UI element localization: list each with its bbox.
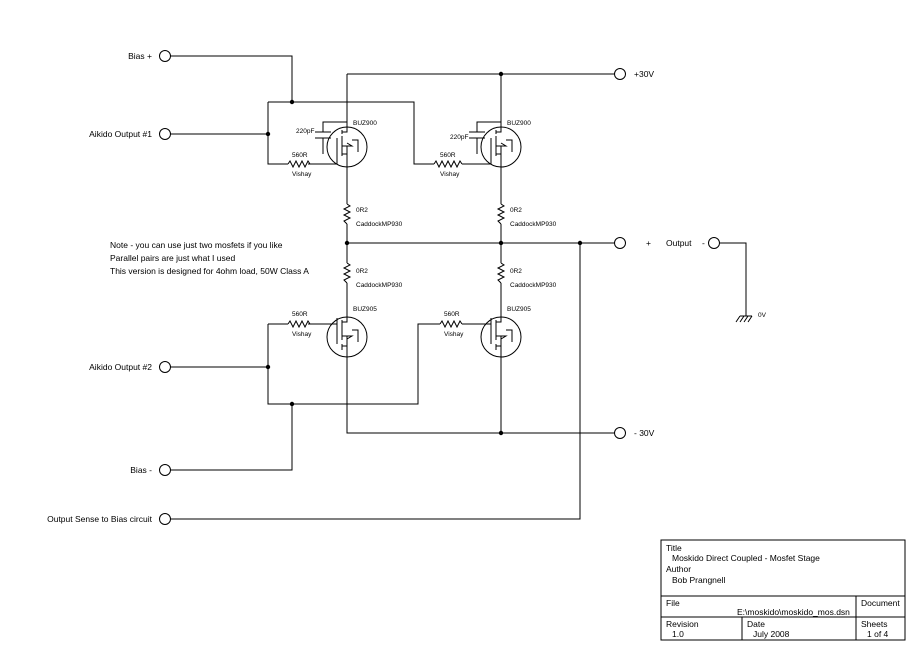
label-aikido-output-1: Aikido Output #1 bbox=[89, 129, 152, 139]
terminal-output-plus bbox=[614, 237, 626, 249]
component-labels: 220pF 220pF BUZ900 BUZ900 BUZ905 BUZ905 … bbox=[292, 120, 557, 338]
resistor-source-q2 bbox=[496, 203, 506, 225]
label-src-res-brand-q1: CaddockMP930 bbox=[356, 221, 403, 228]
label-src-res-q3: 0R2 bbox=[356, 268, 368, 275]
label-aikido-output-2: Aikido Output #2 bbox=[89, 362, 152, 372]
label-minus-30v: - 30V bbox=[634, 428, 655, 438]
resistor-source-q1 bbox=[342, 203, 352, 225]
capacitors bbox=[315, 131, 485, 139]
terminal-minus-30v bbox=[614, 427, 626, 439]
label-bias-plus: Bias + bbox=[128, 51, 152, 61]
label-plus-30v: +30V bbox=[634, 69, 654, 79]
title-block: Title Moskido Direct Coupled - Mosfet St… bbox=[660, 539, 906, 641]
junction-dots bbox=[265, 71, 583, 436]
label-gate-res-q2: 560R bbox=[440, 152, 456, 159]
label-cap-q2: 220pF bbox=[450, 134, 468, 141]
tb-author-label: Author bbox=[666, 564, 691, 574]
resistor-gate-q3 bbox=[287, 319, 311, 329]
tb-title: Moskido Direct Coupled - Mosfet Stage bbox=[672, 553, 820, 563]
label-mosfet-q3: BUZ905 bbox=[353, 306, 377, 313]
label-cap-q1: 220pF bbox=[296, 128, 314, 135]
tb-file: E:\moskido\moskido_mos.dsn bbox=[737, 607, 850, 617]
terminal-bias-minus bbox=[159, 464, 171, 476]
terminal-plus-30v bbox=[614, 68, 626, 80]
ground-icon bbox=[735, 315, 753, 323]
label-gate-res-brand-q4: Vishay bbox=[444, 331, 464, 338]
label-output-plus: + bbox=[646, 238, 651, 248]
label-output-sense: Output Sense to Bias circuit bbox=[47, 514, 153, 524]
resistor-gate-q4 bbox=[439, 319, 463, 329]
label-gate-res-q4: 560R bbox=[444, 311, 460, 318]
tb-date: July 2008 bbox=[753, 629, 790, 639]
label-output-minus: - bbox=[702, 238, 705, 248]
design-note: Note - you can use just two mosfets if y… bbox=[110, 240, 309, 276]
label-src-res-brand-q3: CaddockMP930 bbox=[356, 282, 403, 289]
terminal-bias-plus bbox=[159, 50, 171, 62]
label-bias-minus: Bias - bbox=[130, 465, 152, 475]
mosfet-q1 bbox=[326, 118, 368, 175]
terminal-output-minus bbox=[708, 237, 720, 249]
capacitor-q1 bbox=[315, 131, 331, 139]
mosfet-q2 bbox=[480, 118, 522, 175]
label-mosfet-q4: BUZ905 bbox=[507, 306, 531, 313]
label-gate-res-q1: 560R bbox=[292, 152, 308, 159]
resistor-gate-q2 bbox=[433, 159, 463, 169]
mosfet-q3 bbox=[326, 308, 368, 365]
wiring bbox=[171, 55, 747, 520]
label-src-res-q2: 0R2 bbox=[510, 207, 522, 214]
tb-document-label: Document bbox=[861, 598, 900, 608]
resistor-gate-q1 bbox=[287, 159, 311, 169]
label-gate-res-q3: 560R bbox=[292, 311, 308, 318]
tb-author: Bob Prangnell bbox=[672, 575, 726, 585]
note-line: Parallel pairs are just what I used bbox=[110, 253, 235, 263]
resistor-source-q3 bbox=[342, 262, 352, 284]
tb-file-label: File bbox=[666, 598, 680, 608]
resistors bbox=[287, 159, 506, 329]
label-mosfet-q2: BUZ900 bbox=[507, 120, 531, 127]
label-src-res-brand-q4: CaddockMP930 bbox=[510, 282, 557, 289]
tb-sheets-label: Sheets bbox=[861, 619, 887, 629]
label-mosfet-q1: BUZ900 bbox=[353, 120, 377, 127]
note-line: Note - you can use just two mosfets if y… bbox=[110, 240, 283, 250]
note-line: This version is designed for 4ohm load, … bbox=[110, 266, 309, 276]
resistor-source-q4 bbox=[496, 262, 506, 284]
terminal-aikido-output-2 bbox=[159, 361, 171, 373]
tb-sheets: 1 of 4 bbox=[867, 629, 889, 639]
label-gate-res-brand-q2: Vishay bbox=[440, 171, 460, 178]
label-gate-res-brand-q1: Vishay bbox=[292, 171, 312, 178]
label-src-res-q1: 0R2 bbox=[356, 207, 368, 214]
label-gate-res-brand-q3: Vishay bbox=[292, 331, 312, 338]
terminal-labels: Bias + Aikido Output #1 Aikido Output #2… bbox=[47, 51, 767, 524]
label-ground: 0V bbox=[758, 312, 767, 319]
label-src-res-brand-q2: CaddockMP930 bbox=[510, 221, 557, 228]
mosfet-q4 bbox=[480, 308, 522, 365]
label-output: Output bbox=[666, 238, 692, 248]
label-src-res-q4: 0R2 bbox=[510, 268, 522, 275]
terminal-output-sense bbox=[159, 513, 171, 525]
tb-revision: 1.0 bbox=[672, 629, 684, 639]
tb-title-label: Title bbox=[666, 543, 682, 553]
capacitor-q2 bbox=[469, 131, 485, 139]
tb-revision-label: Revision bbox=[666, 619, 699, 629]
tb-date-label: Date bbox=[747, 619, 765, 629]
terminal-aikido-output-1 bbox=[159, 128, 171, 140]
terminals bbox=[159, 50, 720, 525]
